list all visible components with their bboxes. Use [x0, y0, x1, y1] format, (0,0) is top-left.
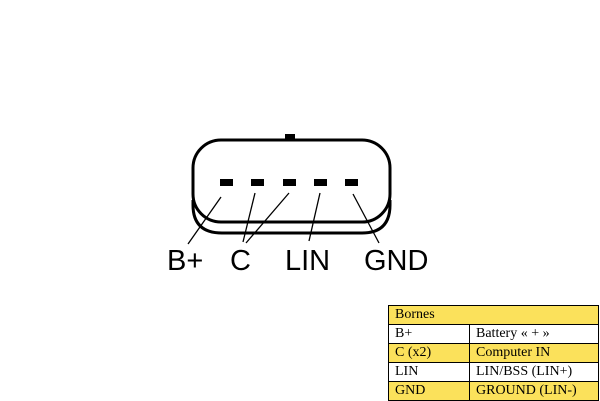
- leader-bplus: [187, 196, 222, 245]
- pin-bplus: [220, 179, 233, 186]
- leader-lin: [308, 192, 321, 242]
- leader-lines: [187, 192, 380, 245]
- label-lin: LIN: [285, 245, 331, 277]
- pin-gnd: [345, 179, 358, 186]
- pin-c2: [283, 179, 296, 186]
- pin-c1: [251, 179, 264, 186]
- leader-c1: [242, 192, 256, 243]
- connector-key-tab: [285, 134, 295, 140]
- pin-lin: [314, 179, 327, 186]
- table-row: C (x2)Computer IN: [388, 343, 599, 363]
- connector-pins: [220, 179, 358, 186]
- connector-lower-outline: [191, 200, 392, 235]
- label-bplus: B+: [167, 245, 204, 277]
- leader-gnd: [352, 193, 380, 244]
- table-header: Bornes: [388, 305, 599, 325]
- label-c: C: [230, 245, 251, 277]
- leader-c2: [245, 192, 290, 244]
- terminal-table: Bornes B+Battery « + » C (x2)Computer IN…: [388, 305, 599, 401]
- label-gnd: GND: [364, 245, 429, 277]
- table-row: B+Battery « + »: [388, 324, 599, 344]
